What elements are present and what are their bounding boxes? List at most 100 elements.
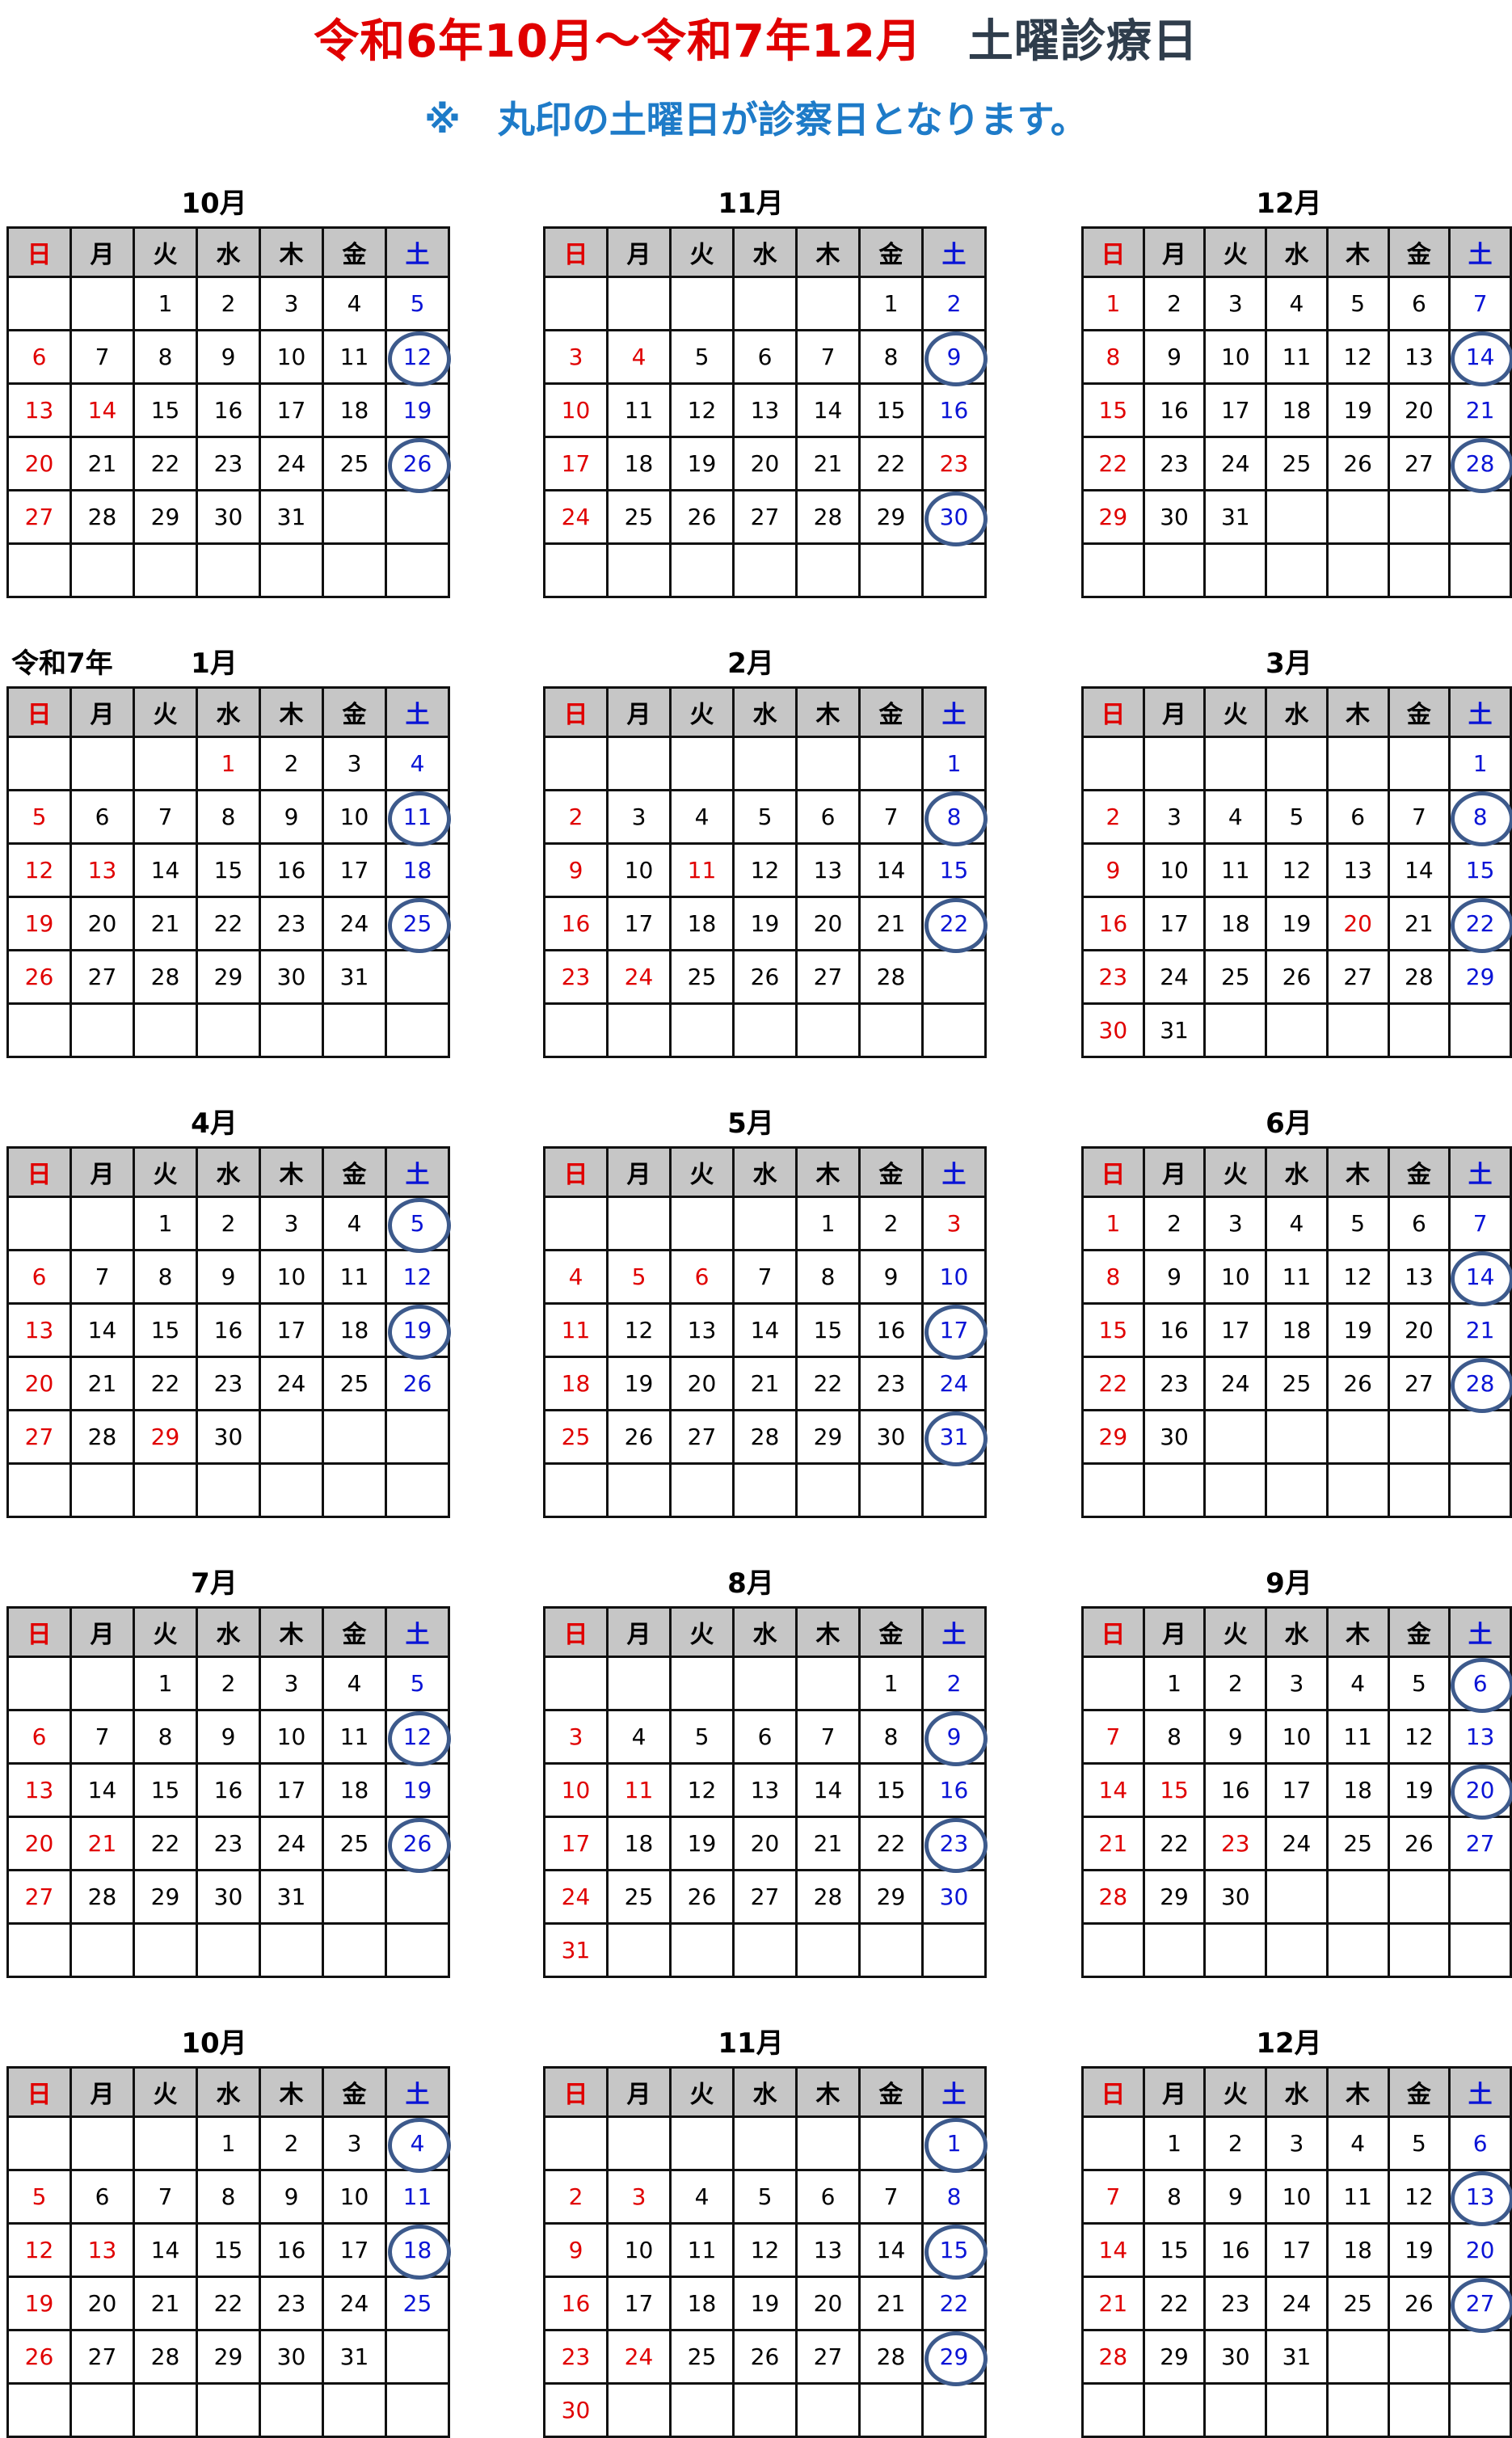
day-number: 23	[213, 1830, 243, 1857]
day-number: 17	[939, 1317, 969, 1343]
day-cell: 9	[196, 329, 261, 385]
day-number: 24	[561, 1883, 591, 1910]
weekday-header: 金	[858, 1606, 924, 1658]
day-number: 2	[221, 290, 236, 317]
day-number: 5	[694, 1723, 710, 1750]
weekday-header: 水	[196, 1146, 261, 1198]
day-cell: 3	[259, 276, 324, 331]
empty-cell	[1448, 2329, 1512, 2385]
day-cell: 10	[1142, 842, 1207, 898]
day-cell: 21	[795, 436, 861, 491]
empty-cell	[543, 1462, 609, 1518]
day-number: 4	[347, 1210, 362, 1237]
day-number: 21	[876, 910, 906, 937]
day-number: 13	[813, 2237, 843, 2263]
day-number: 26	[750, 964, 780, 990]
week-row	[543, 1462, 987, 1518]
day-cell: 20	[1448, 2222, 1512, 2278]
day-cell: 21	[1387, 896, 1451, 951]
empty-cell	[921, 2382, 987, 2438]
day-cell: 7	[858, 2169, 924, 2225]
day-cell: 15	[196, 2222, 261, 2278]
day-cell: 18	[322, 1302, 387, 1358]
day-number: 17	[1282, 1777, 1312, 1803]
empty-cell	[1448, 542, 1512, 598]
day-cell: 14	[1081, 1762, 1145, 1818]
weekday-header: 水	[196, 226, 261, 278]
day-cell: 19	[732, 2276, 798, 2331]
weekday-header: 金	[322, 2066, 387, 2118]
day-number: 6	[1472, 1670, 1488, 1697]
day-number: 1	[221, 750, 236, 777]
day-cell: 29	[133, 1869, 198, 1925]
day-number: 7	[1106, 1723, 1121, 1750]
day-number: 31	[339, 964, 369, 990]
day-cell: 16	[259, 842, 324, 898]
empty-cell	[196, 1922, 261, 1978]
weekday-header: 日	[6, 2066, 72, 2118]
weekday-header: 火	[1203, 2066, 1268, 2118]
day-number: 4	[1350, 2130, 1366, 2157]
day-cell: 18	[1265, 382, 1329, 438]
day-number: 13	[1405, 344, 1434, 370]
day-cell: 19	[6, 2276, 72, 2331]
empty-cell	[322, 1869, 387, 1925]
week-row	[6, 1002, 450, 1058]
weekday-header: 火	[1203, 1606, 1268, 1658]
weekday-header: 月	[69, 2066, 135, 2118]
empty-cell	[1142, 736, 1207, 791]
day-number: 26	[402, 450, 432, 477]
day-cell: 13	[6, 1762, 72, 1818]
day-cell: 14	[1448, 329, 1512, 386]
day-cell: 9	[1142, 1249, 1207, 1305]
day-cell: 2	[1203, 2115, 1268, 2171]
day-cell: 6	[1448, 2115, 1512, 2171]
day-cell: 16	[1142, 382, 1207, 438]
day-number: 25	[402, 910, 432, 937]
day-cell: 7	[69, 329, 135, 385]
empty-cell	[795, 276, 861, 331]
day-cell: 24	[322, 2276, 387, 2331]
day-cell: 4	[543, 1249, 609, 1305]
empty-cell	[1081, 2115, 1145, 2171]
month-title: 6月	[1075, 1107, 1503, 1140]
day-number: 26	[750, 2343, 780, 2370]
week-row	[6, 1462, 450, 1518]
month-label: 11月	[718, 188, 784, 220]
day-number: 19	[1343, 1317, 1372, 1343]
day-cell: 2	[196, 276, 261, 331]
week-row	[6, 2382, 450, 2438]
empty-cell	[795, 1462, 861, 1518]
weekday-header: 土	[921, 1606, 987, 1658]
day-number: 1	[946, 750, 962, 777]
empty-cell	[669, 542, 735, 598]
empty-cell	[322, 1002, 387, 1058]
day-cell: 5	[1387, 2115, 1451, 2171]
day-cell: 20	[795, 896, 861, 951]
empty-cell	[1325, 1409, 1390, 1465]
day-number: 3	[284, 1670, 299, 1697]
empty-cell	[606, 1462, 672, 1518]
day-cell: 11	[322, 1709, 387, 1765]
day-number: 16	[561, 910, 591, 937]
day-number: 26	[402, 1370, 432, 1397]
day-number: 14	[87, 1317, 117, 1343]
empty-cell	[1325, 1002, 1390, 1058]
day-number: 14	[1098, 1777, 1128, 1803]
day-cell: 13	[732, 1762, 798, 1818]
day-number: 29	[876, 504, 906, 530]
day-number: 26	[24, 964, 54, 990]
day-number: 14	[150, 2237, 180, 2263]
day-cell: 16	[543, 896, 609, 951]
day-number: 29	[1098, 504, 1128, 530]
weekday-header: 土	[385, 226, 450, 278]
weekday-header: 金	[858, 1146, 924, 1198]
empty-cell	[1387, 1002, 1451, 1058]
